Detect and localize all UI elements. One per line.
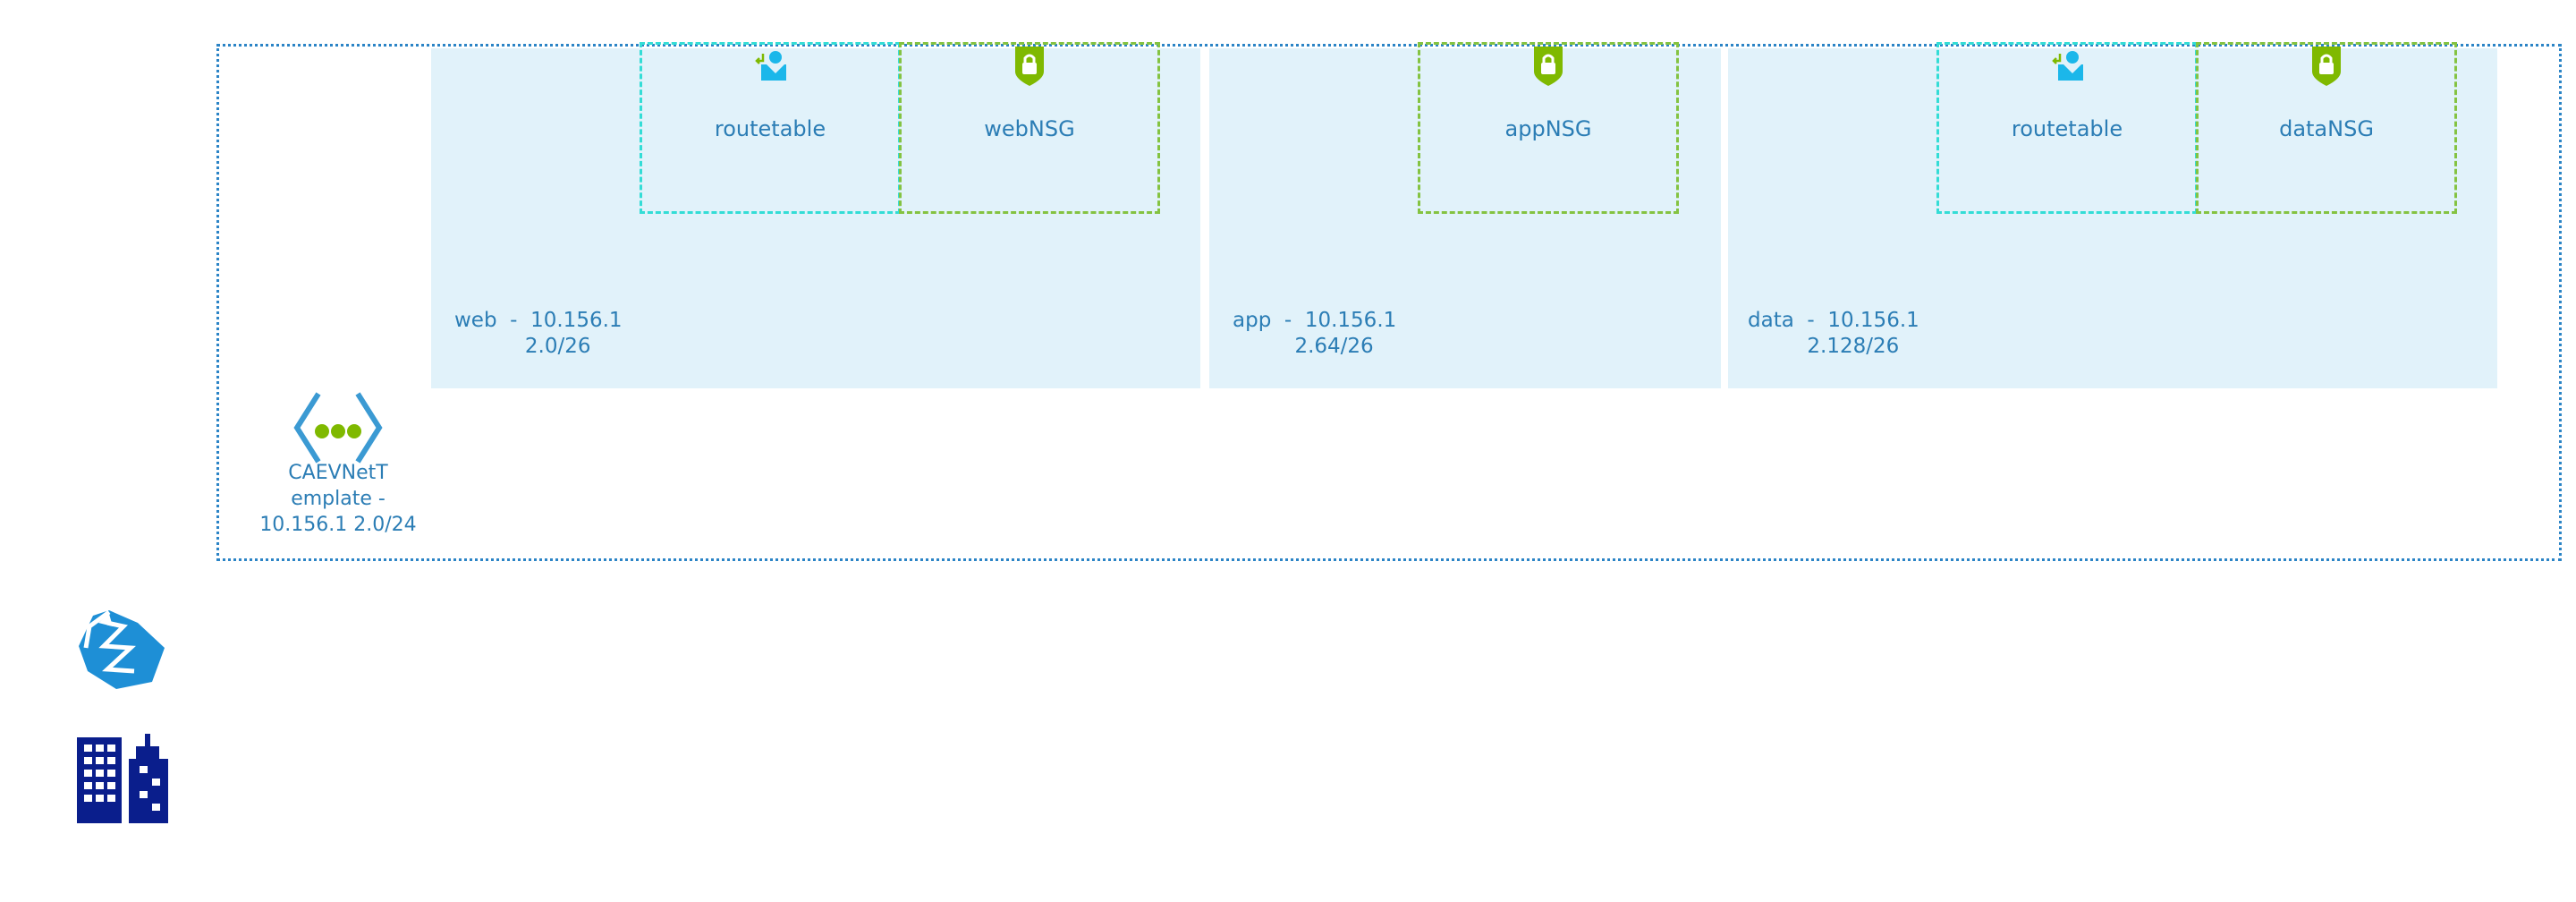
subnet-web-label: web - 10.156.1 2.0/26 [454,309,623,358]
web-nsg-label: webNSG [984,116,1075,141]
web-routetable-box[interactable]: routetable [640,42,901,214]
app-nsg-box[interactable]: appNSG [1418,42,1679,214]
web-routetable-label: routetable [714,116,826,141]
virtual-network-gateway-icon[interactable] [77,607,166,693]
virtual-network-icon[interactable] [292,390,385,465]
data-nsg-box[interactable]: dataNSG [2196,42,2457,214]
shield-lock-icon [1534,47,1563,86]
shield-lock-icon [2312,47,2341,86]
vnet-label: CAEVNetT emplate - 10.156.1 2.0/24 [259,462,417,536]
data-routetable-box[interactable]: routetable [1936,42,2198,214]
subnet-web[interactable]: web - 10.156.1 2.0/26 [431,48,1200,388]
route-table-icon [755,51,786,81]
subnet-app[interactable]: app - 10.156.1 2.64/26 [1209,48,1721,388]
app-nsg-label: appNSG [1504,116,1592,141]
vnet-boundary [216,44,2562,561]
route-table-icon [2052,51,2083,81]
data-routetable-label: routetable [2011,116,2123,141]
data-nsg-label: dataNSG [2279,116,2374,141]
web-nsg-box[interactable]: webNSG [899,42,1160,214]
shield-lock-icon [1015,47,1044,86]
subnet-data[interactable]: data - 10.156.1 2.128/26 [1728,48,2497,388]
subnet-data-label: data - 10.156.1 2.128/26 [1748,309,1919,358]
buildings-icon [77,734,168,823]
subnet-app-label: app - 10.156.1 2.64/26 [1233,309,1397,358]
